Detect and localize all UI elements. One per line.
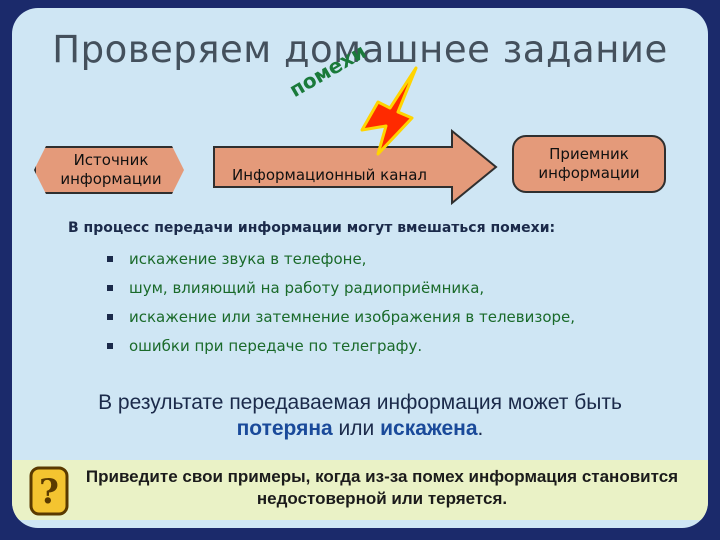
channel-label: Информационный канал — [232, 166, 428, 184]
list-item: шум, влияющий на работу радиоприёмника, — [107, 277, 575, 306]
lightning-icon — [360, 66, 418, 156]
question-icon: ? — [29, 466, 69, 516]
bullet-icon — [107, 343, 113, 349]
result-end: . — [477, 417, 484, 440]
result-lost: потеряна — [236, 417, 333, 440]
slide: Проверяем домашнее задание помехи Источн… — [12, 8, 708, 528]
bullet-icon — [107, 285, 113, 291]
intro-text: В процесс передачи информации могут вмеш… — [68, 220, 556, 236]
result-or: или — [332, 417, 381, 440]
list-item: искажение или затемнение изображения в т… — [107, 306, 575, 335]
result-distorted: искажена — [380, 417, 478, 440]
diagram — [213, 66, 498, 206]
question-text: Приведите свои примеры, когда из-за поме… — [85, 467, 679, 508]
question-panel — [12, 460, 708, 520]
list-item: искажение звука в телефоне, — [107, 248, 575, 277]
channel-arrow — [213, 128, 498, 206]
svg-text:?: ? — [39, 472, 59, 512]
source-box: Источник информации — [34, 146, 184, 194]
result-line1: В результате передаваемая информация мож… — [98, 391, 622, 414]
bullet-icon — [107, 314, 113, 320]
result-text: В результате передаваемая информация мож… — [32, 390, 688, 442]
page-title: Проверяем домашнее задание — [52, 28, 668, 71]
receiver-box: Приемник информации — [512, 135, 666, 193]
examples-list: искажение звука в телефоне, шум, влияющи… — [107, 248, 575, 364]
bullet-icon — [107, 256, 113, 262]
list-item: ошибки при передаче по телеграфу. — [107, 335, 575, 364]
